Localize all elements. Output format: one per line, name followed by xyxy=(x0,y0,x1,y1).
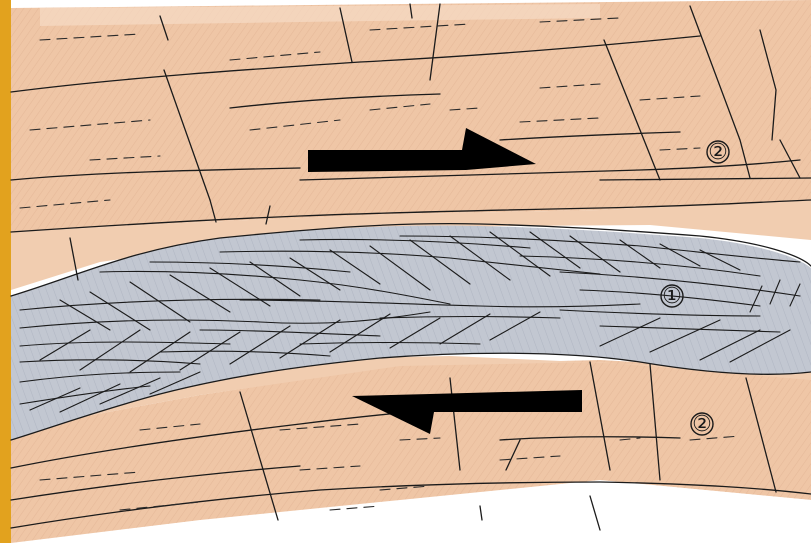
fault-core-label: ① xyxy=(662,284,682,309)
left-edge-strip xyxy=(0,0,11,543)
damage-zone-top-label: ② xyxy=(708,140,728,165)
damage-zone-bottom-label: ② xyxy=(692,412,712,437)
